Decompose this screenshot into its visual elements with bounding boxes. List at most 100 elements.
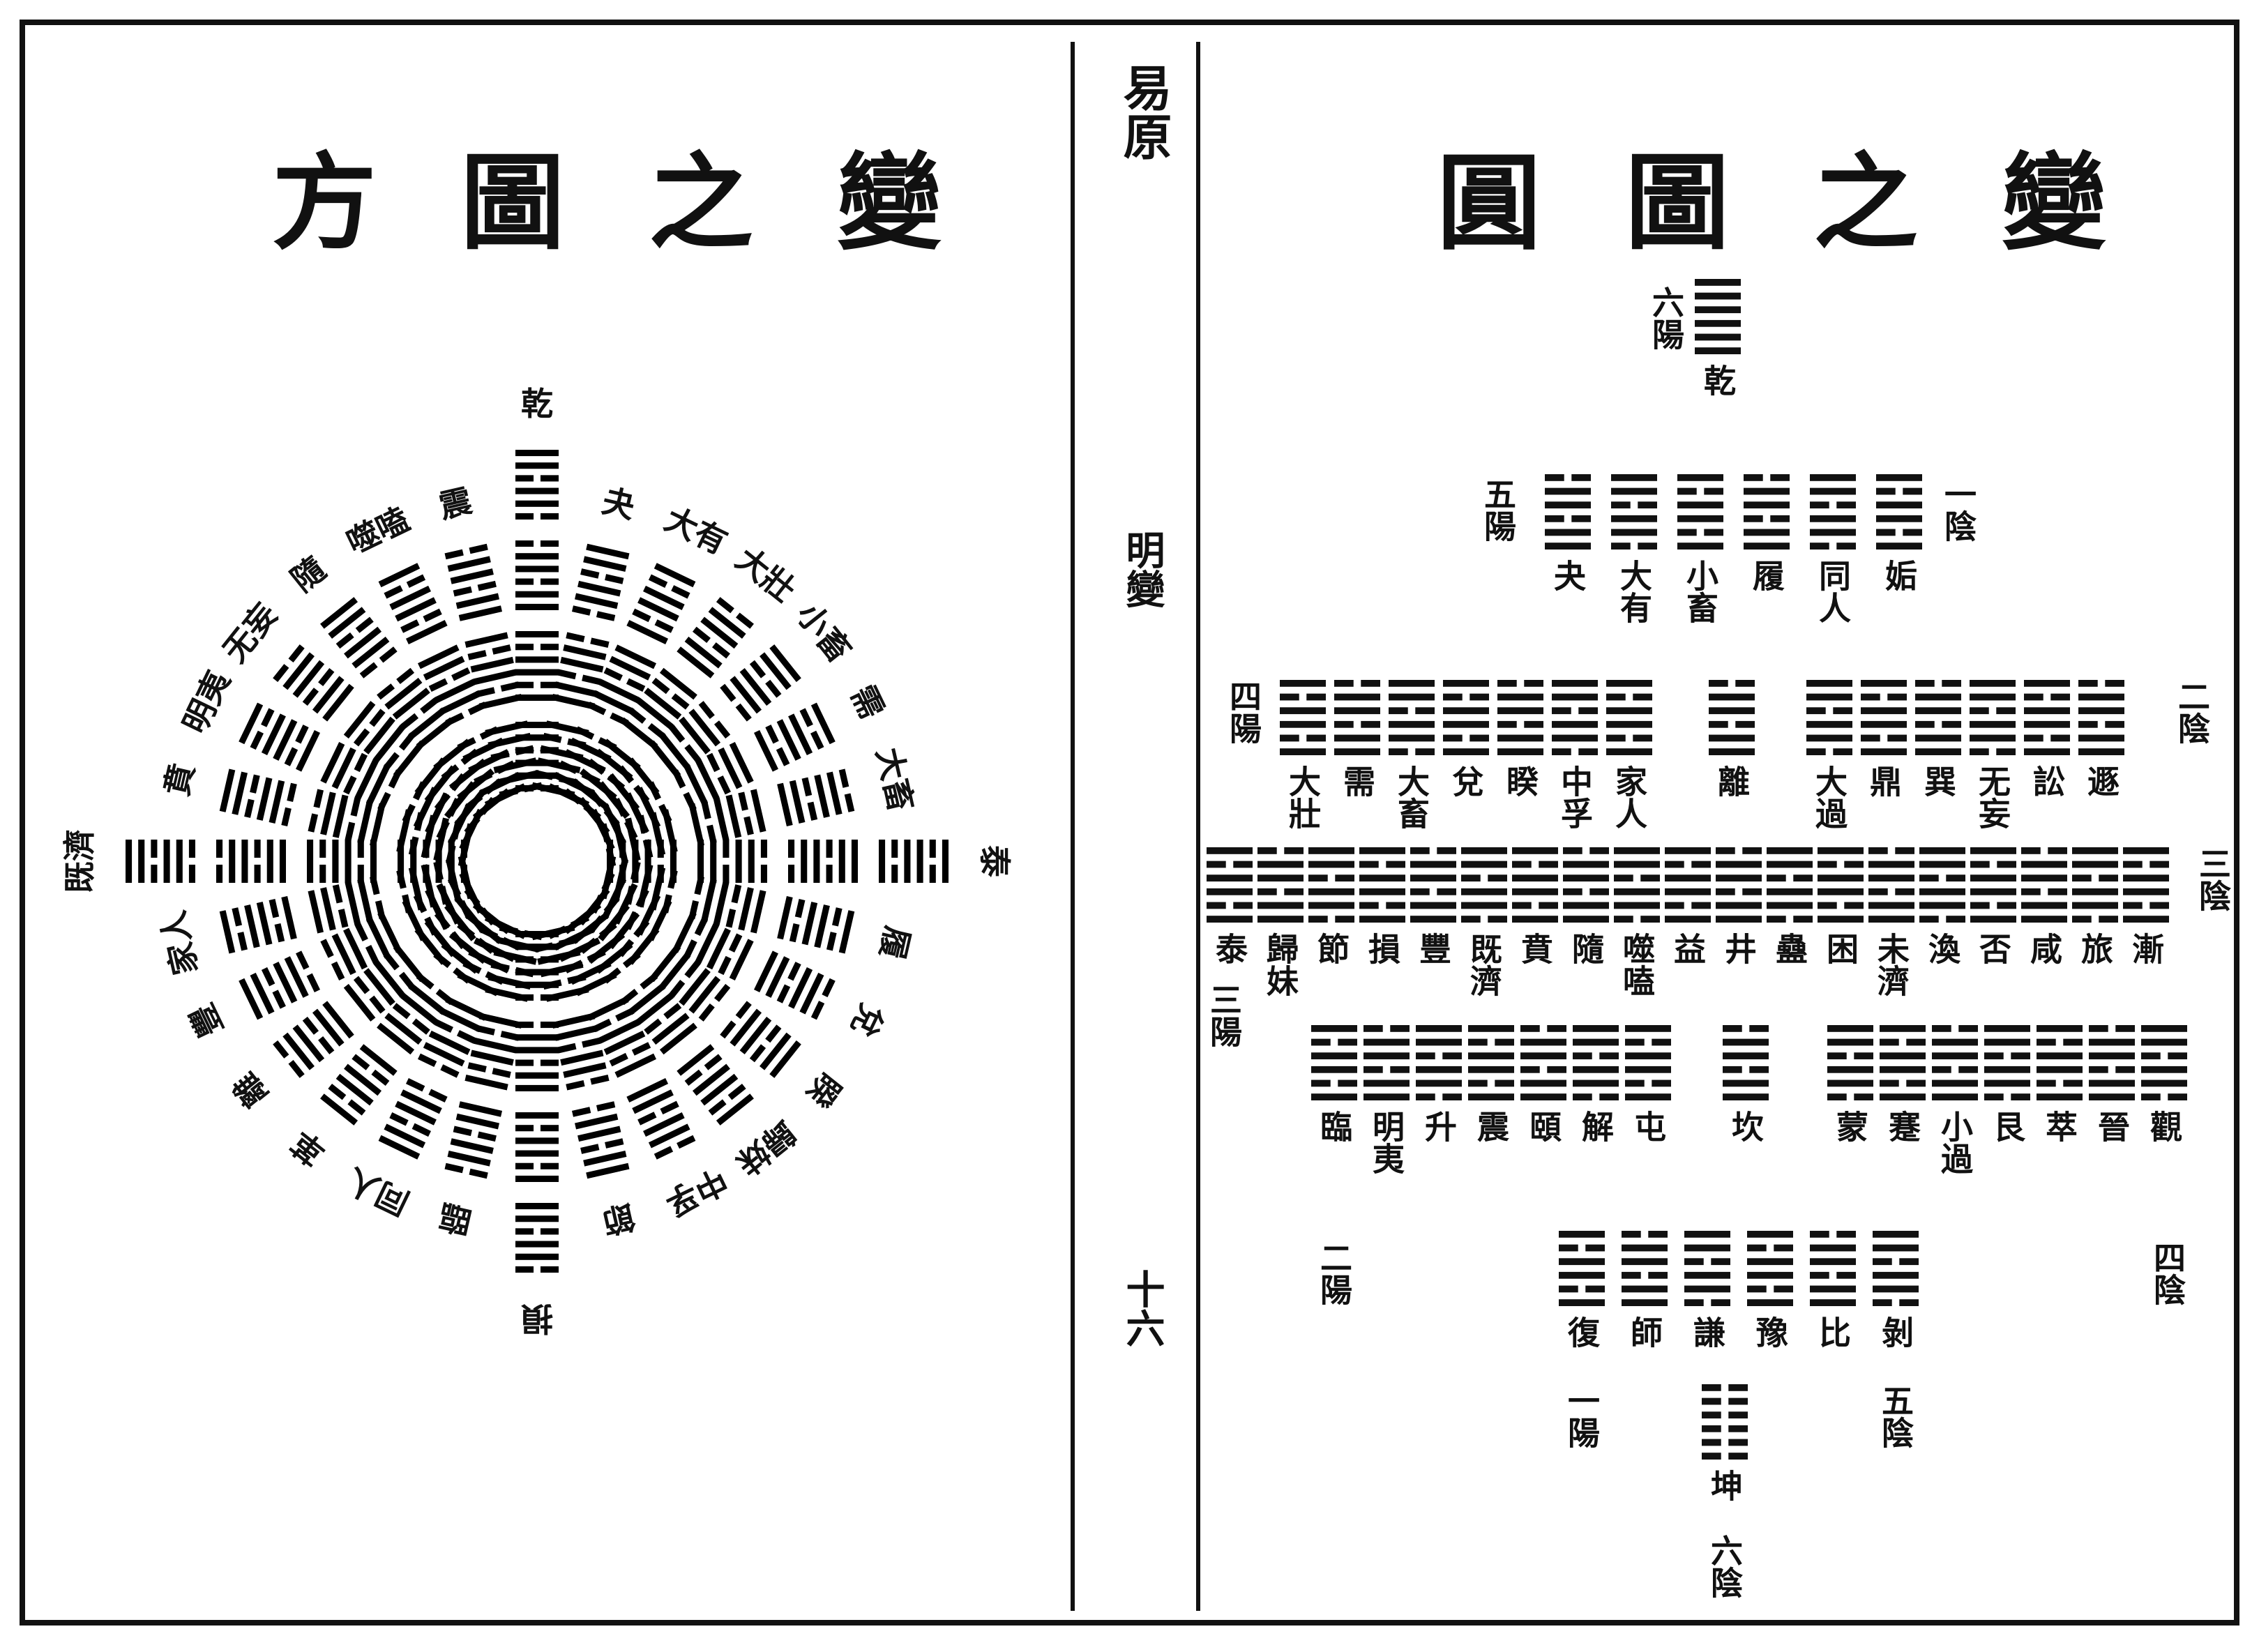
- hexagram-row5-left-2-label: 升: [1420, 1110, 1458, 1142]
- radial-spoke-16: 同人: [341, 914, 527, 1222]
- hexagram-row4-18-lines: [2123, 847, 2169, 923]
- radial-hexagram-14-3: [515, 1203, 559, 1273]
- hexagram-row3-right-0-label: 大過: [1811, 765, 1848, 829]
- hexagram-row5-right-3-lines: [1984, 1025, 2030, 1100]
- radial-spoke-0: 乾: [515, 385, 559, 791]
- note-five-yang: 五陽: [1479, 478, 1517, 542]
- radial-label-26: 噬嗑: [341, 500, 415, 562]
- radial-spoke-21: 既濟: [61, 829, 467, 893]
- hexagram-row4-16-label: 咸: [2025, 932, 2063, 964]
- hexagram-row4-3-lines: [1359, 847, 1405, 923]
- hexagram-row4-12-lines: [1818, 847, 1864, 923]
- hexagram-row4-15-lines: [1970, 847, 2016, 923]
- hexagram-row2-0: [1545, 474, 1591, 552]
- hexagram-row4-11: [1767, 847, 1813, 925]
- note-five-yin: 五陰: [1877, 1384, 1914, 1448]
- radial-hexagram-14-2: [515, 1112, 559, 1182]
- radial-label-1: 夬: [599, 482, 640, 526]
- page-number: 十六: [1119, 1269, 1165, 1347]
- hexagram-row4-4: [1410, 847, 1456, 925]
- radial-label-18: 離: [225, 1066, 275, 1114]
- radial-hexagram-8-2: [777, 895, 855, 954]
- hexagram-qian: [1695, 279, 1741, 357]
- radial-spoke-7: 泰: [607, 840, 1013, 883]
- hexagram-row4-1-lines: [1257, 847, 1304, 923]
- radial-hexagram-14-1: [515, 1022, 559, 1091]
- hexagram-row4-2: [1308, 847, 1354, 925]
- hexagram-row4-7-lines: [1563, 847, 1609, 923]
- hexagram-row4-8-label: 噬嗑: [1618, 932, 1656, 996]
- radial-label-4: 小畜: [789, 596, 859, 669]
- hexagram-row4-8-lines: [1614, 847, 1660, 923]
- hexagram-qian-lines: [1695, 279, 1741, 354]
- hexagram-row4-13-label: 未濟: [1873, 932, 1910, 996]
- radial-hexagram-6-2: [777, 768, 855, 827]
- hexagram-row3-left-4-lines: [1497, 680, 1543, 755]
- hexagram-row2-1-lines: [1611, 474, 1657, 550]
- hexagram-row4-5-label: 既濟: [1465, 932, 1503, 996]
- hexagram-row6-5-label: 剝: [1877, 1316, 1914, 1348]
- hexagram-row4-10-label: 井: [1720, 932, 1758, 964]
- hexagram-row5-right-6: [2141, 1025, 2187, 1103]
- hexagram-row5-right-3-label: 艮: [1988, 1110, 2026, 1142]
- radial-hexagram-15-1: [464, 1013, 523, 1091]
- hexagram-row2-2: [1677, 474, 1723, 552]
- note-six-yang: 六陽: [1647, 286, 1685, 350]
- hexagram-row3-left-0-lines: [1280, 680, 1326, 755]
- radial-hexagram-21-0: [398, 840, 467, 883]
- hexagram-row4-6: [1512, 847, 1558, 925]
- hexagram-row6-0: [1559, 1231, 1605, 1309]
- hexagram-row4-0-label: 泰: [1211, 932, 1248, 964]
- left-page-title: 方圖之變: [272, 142, 1026, 264]
- hexagram-row5-right-2: [1932, 1025, 1978, 1103]
- hexagram-row5-left-3-label: 震: [1472, 1110, 1510, 1142]
- hexagram-row5-left-6: [1625, 1025, 1671, 1103]
- hexagram-row4-17-lines: [2072, 847, 2118, 923]
- hexagram-row5-right-1: [1880, 1025, 1926, 1103]
- hexagram-row2-3-label: 履: [1748, 559, 1785, 591]
- hexagram-row5-right-5-lines: [2089, 1025, 2135, 1100]
- hexagram-row2-2-lines: [1677, 474, 1723, 550]
- hexagram-row6-4-label: 比: [1814, 1316, 1852, 1348]
- radial-spoke-22: 賁: [158, 760, 474, 867]
- radial-hexagram-2-1: [587, 644, 657, 727]
- radial-hexagram-22-1: [308, 789, 386, 847]
- radial-hexagram-12-2: [626, 1077, 696, 1160]
- hexagram-row2-3-lines: [1744, 474, 1790, 550]
- hexagram-row4-14: [1919, 847, 1965, 925]
- radial-label-0: 乾: [521, 385, 553, 423]
- hexagram-row3-left-5-lines: [1552, 680, 1598, 755]
- hexagram-row2-1-label: 大有: [1615, 559, 1653, 623]
- hexagram-row3-left-2-label: 大畜: [1393, 765, 1430, 829]
- radial-hexagram-diagram: 乾夬大有大壯小畜需大畜泰履兌睽歸妹中孚節損臨同人革離豐家人既濟賁明夷无妄隨噬嗑震: [61, 385, 1013, 1337]
- hexagram-row3-right-1: [1861, 680, 1907, 758]
- hexagram-row4-1: [1257, 847, 1304, 925]
- hexagram-row5-left-5-lines: [1573, 1025, 1619, 1100]
- hexagram-row4-11-lines: [1767, 847, 1813, 923]
- radial-label-6: 大畜: [869, 744, 920, 815]
- radial-hexagram-20-2: [219, 895, 297, 954]
- hexagram-row5-right-2-label: 小過: [1936, 1110, 1974, 1174]
- radial-hexagram-2-2: [626, 563, 696, 645]
- hexagram-row3-left-4-label: 睽: [1502, 765, 1539, 797]
- note-three-yin: 三陰: [2194, 847, 2232, 911]
- hexagram-row2-4-lines: [1810, 474, 1856, 550]
- hexagram-row5-right-0-lines: [1827, 1025, 1873, 1100]
- hexagram-row5-left-4: [1520, 1025, 1566, 1103]
- section-label: 明變: [1119, 530, 1165, 608]
- radial-label-22: 賁: [158, 760, 202, 800]
- radial-hexagram-17-1: [377, 973, 454, 1055]
- hexagram-row4-5: [1461, 847, 1507, 925]
- hexagram-row4-13-lines: [1868, 847, 1914, 923]
- hexagram-row6-0-lines: [1559, 1231, 1605, 1306]
- hexagram-row3-right-2: [1915, 680, 1961, 758]
- radial-label-11: 歸妹: [729, 1113, 803, 1183]
- radial-hexagram-7-0: [607, 840, 677, 883]
- hexagram-row3-left-0-label: 大壯: [1284, 765, 1322, 829]
- hexagram-row5-left-0-lines: [1311, 1025, 1357, 1100]
- page-divider-right: [1196, 42, 1200, 1611]
- radial-label-5: 需: [844, 679, 892, 725]
- hexagram-kan: [1723, 1025, 1769, 1103]
- radial-spoke-13: 節: [531, 924, 638, 1241]
- hexagram-kan-label: 坎: [1727, 1110, 1765, 1142]
